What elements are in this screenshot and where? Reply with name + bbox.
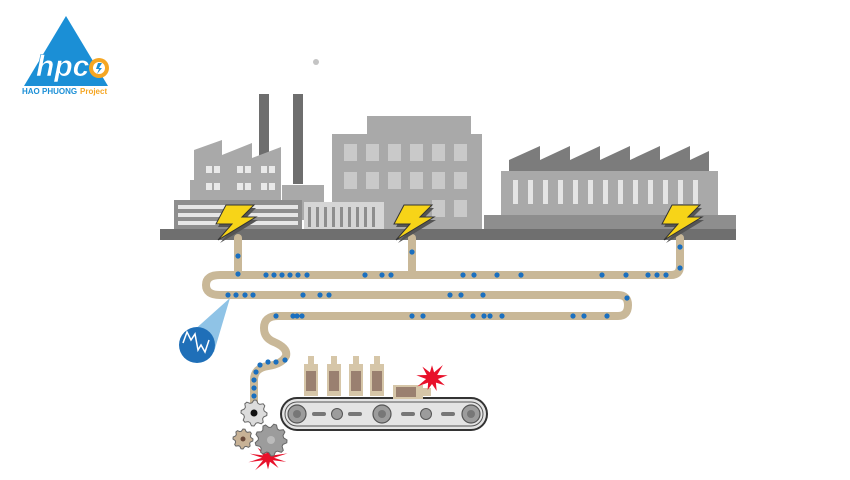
current-dot — [253, 369, 259, 375]
current-dot — [499, 313, 505, 319]
current-dot — [481, 313, 487, 319]
chimney — [259, 94, 269, 194]
current-dot — [409, 313, 415, 319]
current-dot — [295, 272, 301, 278]
current-dot — [304, 272, 310, 278]
current-dot — [654, 272, 660, 278]
current-dot — [409, 249, 415, 255]
current-dot — [645, 272, 651, 278]
conveyor-belt — [280, 397, 488, 431]
current-dot — [233, 292, 239, 298]
current-dot — [251, 385, 257, 391]
current-dot — [604, 313, 610, 319]
current-dot — [242, 292, 248, 298]
bottle — [370, 356, 384, 396]
current-dot — [663, 272, 669, 278]
logo-triangle — [24, 16, 108, 86]
current-dot — [447, 292, 453, 298]
current-dot — [470, 313, 476, 319]
current-dot — [420, 313, 426, 319]
current-dot — [290, 313, 296, 319]
current-dot — [570, 313, 576, 319]
spark-burst-icon — [416, 365, 448, 391]
current-dot — [471, 272, 477, 278]
current-dot — [624, 295, 630, 301]
current-dot — [362, 272, 368, 278]
current-dot — [581, 313, 587, 319]
current-dot — [677, 244, 683, 250]
current-dot — [294, 313, 300, 319]
current-dot — [287, 272, 293, 278]
current-dot — [282, 357, 288, 363]
current-dot — [257, 362, 263, 368]
fallen-bottle — [393, 385, 431, 399]
current-dot — [300, 292, 306, 298]
company-logo: hpc HAO PHUONG Project — [22, 16, 109, 96]
bottle — [349, 356, 363, 396]
current-dot — [460, 272, 466, 278]
power-line-pipes — [202, 234, 684, 408]
middle-office-building — [304, 116, 482, 232]
lightning-bolt-icon — [661, 204, 704, 243]
current-dot — [265, 359, 271, 365]
current-dot — [518, 272, 524, 278]
current-dot — [487, 313, 493, 319]
current-dot — [326, 292, 332, 298]
current-dot — [271, 272, 277, 278]
current-dot — [388, 272, 394, 278]
current-dot — [225, 292, 231, 298]
current-dot — [251, 393, 257, 399]
power-quality-meter-icon — [179, 298, 230, 363]
lightning-bolt-icon — [215, 204, 258, 243]
bottle — [304, 356, 318, 396]
ground-strip — [160, 229, 736, 240]
current-dot — [458, 292, 464, 298]
current-dot — [235, 271, 241, 277]
lightning-bolt-icon — [393, 204, 436, 243]
current-dot — [677, 265, 683, 271]
current-dot — [599, 272, 605, 278]
spark-burst-icon — [248, 445, 288, 471]
logo-gear-icon — [89, 58, 109, 78]
gear-icon — [232, 428, 254, 450]
logo-name-secondary: Project — [80, 87, 107, 96]
bottle — [327, 356, 341, 396]
current-flow-dots — [225, 244, 683, 407]
background-dot — [313, 59, 319, 65]
gear-icon — [254, 423, 288, 457]
current-dot — [623, 272, 629, 278]
current-dot — [494, 272, 500, 278]
current-dot — [251, 377, 257, 383]
sawtooth-roof — [509, 146, 709, 172]
current-dot — [235, 253, 241, 259]
current-dot — [273, 313, 279, 319]
current-dot — [317, 292, 323, 298]
current-dot — [263, 272, 269, 278]
current-dot — [480, 292, 486, 298]
chimney — [293, 94, 303, 184]
current-dot — [250, 292, 256, 298]
gear-icon — [240, 399, 268, 427]
pipe-main — [202, 234, 684, 408]
current-dot — [379, 272, 385, 278]
logo-mark: hpc — [36, 50, 90, 83]
current-dot — [279, 272, 285, 278]
logo-name-primary: HAO PHUONG — [22, 87, 77, 96]
current-dot — [273, 359, 279, 365]
current-dot — [299, 313, 305, 319]
